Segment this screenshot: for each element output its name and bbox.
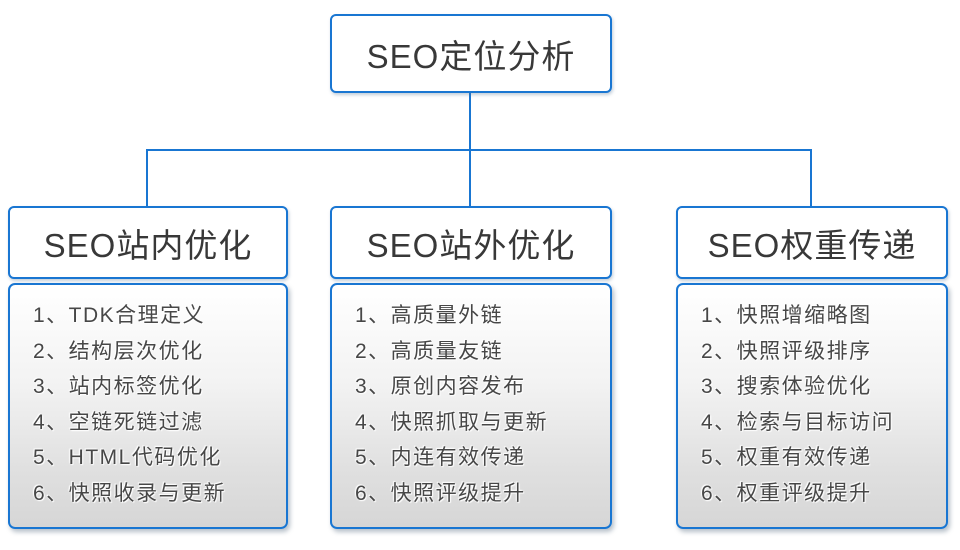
list-item: 6、权重评级提升 — [701, 481, 872, 505]
connector-horizontal — [147, 149, 812, 151]
list-item: 4、空链死链过滤 — [33, 410, 204, 434]
list-item: 1、快照增缩略图 — [701, 304, 872, 327]
branch-weight-title: SEO权重传递 — [707, 226, 917, 264]
list-item: 2、结构层次优化 — [33, 339, 204, 363]
connector-drop-left — [146, 149, 148, 206]
branch-onsite-title: SEO站内优化 — [43, 226, 253, 264]
list-item: 4、快照抓取与更新 — [355, 410, 549, 434]
list-item: 1、TDK合理定义 — [33, 304, 206, 327]
list-item: 5、HTML代码优化 — [33, 446, 222, 469]
branch-weight-list: 1、快照增缩略图 2、快照评级排序 3、搜索体验优化 4、检索与目标访问 5、权… — [676, 283, 948, 529]
list-item: 5、权重有效传递 — [701, 446, 872, 469]
list-item: 5、内连有效传递 — [355, 446, 526, 469]
branch-weight-header: SEO权重传递 — [676, 206, 948, 279]
list-item: 2、快照评级排序 — [701, 339, 872, 363]
branch-offsite-list: 1、高质量外链 2、高质量友链 3、原创内容发布 4、快照抓取与更新 5、内连有… — [330, 283, 612, 529]
root-node: SEO定位分析 — [330, 14, 612, 93]
list-item: 3、站内标签优化 — [33, 375, 204, 398]
list-item: 2、高质量友链 — [355, 339, 504, 363]
list-item: 6、快照收录与更新 — [33, 481, 227, 505]
branch-offsite-title: SEO站外优化 — [366, 226, 576, 264]
branch-offsite-header: SEO站外优化 — [330, 206, 612, 279]
list-item: 4、检索与目标访问 — [701, 410, 895, 434]
root-node-title: SEO定位分析 — [366, 37, 576, 75]
branch-onsite-list: 1、TDK合理定义 2、结构层次优化 3、站内标签优化 4、空链死链过滤 5、H… — [8, 283, 288, 529]
list-item: 1、高质量外链 — [355, 304, 504, 327]
list-item: 6、快照评级提升 — [355, 481, 526, 505]
list-item: 3、原创内容发布 — [355, 375, 526, 398]
connector-drop-right — [810, 149, 812, 206]
list-item: 3、搜索体验优化 — [701, 375, 872, 398]
branch-onsite-header: SEO站内优化 — [8, 206, 288, 279]
